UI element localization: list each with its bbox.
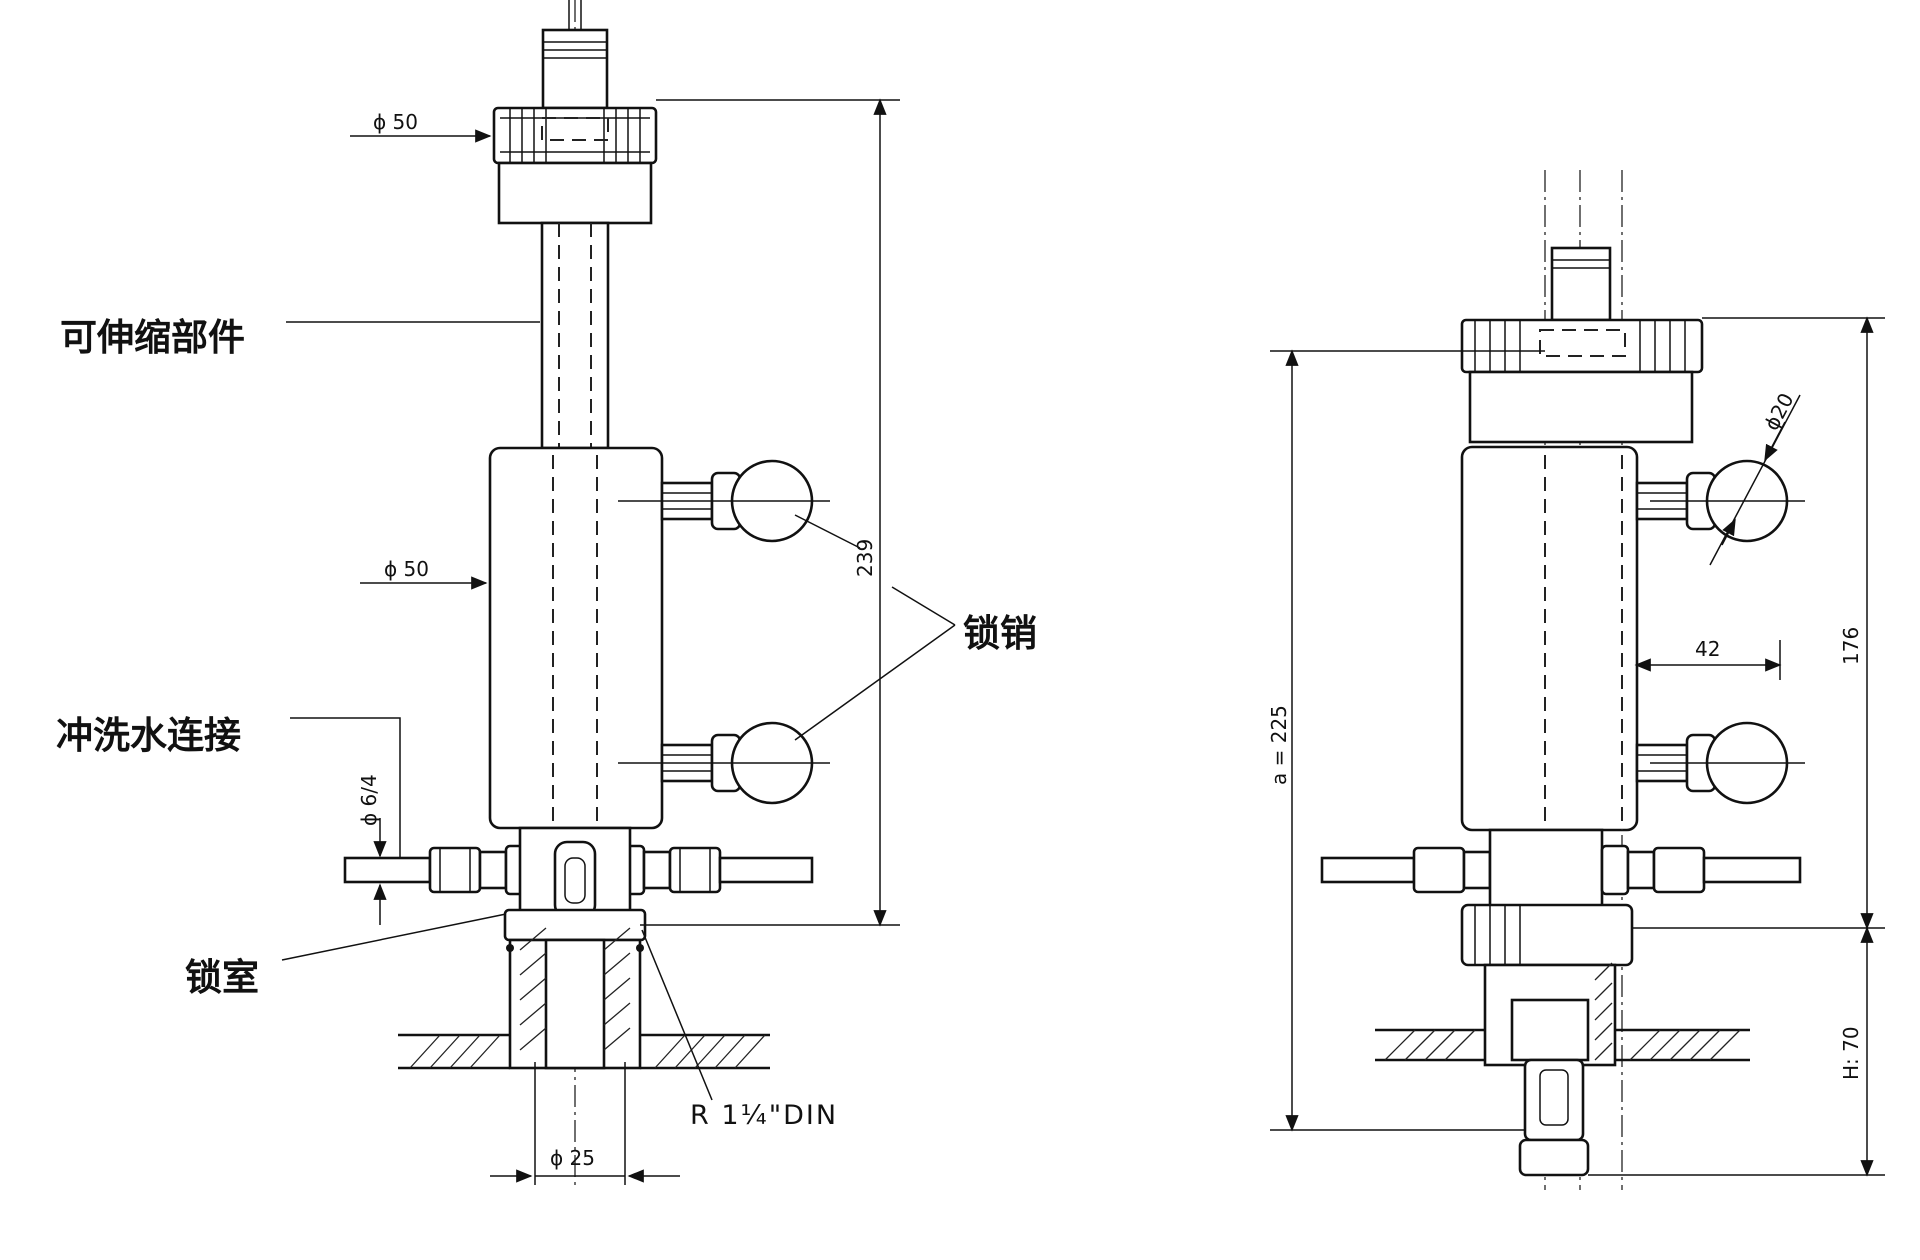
left-locking-pin-lower [618, 721, 830, 805]
left-dia-body: ϕ 50 [384, 557, 429, 581]
left-height-total: 239 [853, 539, 877, 577]
label-lock-chamber: 锁室 [185, 956, 259, 999]
left-dia-top: ϕ 50 [373, 110, 418, 134]
left-top-thread [541, 0, 609, 110]
right-flush-water-pipes [1320, 828, 1802, 917]
label-locking-pin: 锁销 [963, 612, 1037, 655]
right-top-thread [1550, 246, 1612, 322]
right-view: ϕ20 42 a = 225 176 H: 70 [1267, 170, 1885, 1190]
right-locking-pin-upper [1635, 459, 1805, 543]
left-locking-pin-upper [618, 459, 830, 543]
left-main-body [488, 446, 664, 830]
right-dia-pin: ϕ20 [1759, 389, 1798, 434]
right-main-body [1460, 445, 1639, 832]
right-pin-offset: 42 [1695, 637, 1720, 661]
right-dimension-lines [1270, 316, 1885, 1177]
left-dia-pipe: ϕ 6/4 [357, 774, 381, 826]
right-lock-chamber [1460, 903, 1634, 1177]
left-base-plate [398, 1033, 770, 1070]
left-telescopic-rod [540, 221, 610, 450]
left-thread-label: R 1¼"DIN [690, 1100, 838, 1131]
right-height-a: a = 225 [1267, 705, 1291, 785]
right-height-176: 176 [1839, 627, 1863, 665]
label-flush-water-connection: 冲洗水连接 [56, 714, 241, 757]
left-knurled-cap [492, 106, 658, 225]
right-locking-pin-lower [1635, 721, 1805, 805]
left-dimension-lines [350, 98, 900, 1185]
right-base-plate [1375, 1028, 1750, 1062]
right-height-h: H: 70 [1839, 1026, 1863, 1080]
left-lock-chamber [503, 826, 647, 1070]
label-telescopic-part: 可伸缩部件 [60, 316, 245, 359]
right-knurled-cap [1460, 318, 1704, 444]
left-view: ϕ 50 ϕ 50 ϕ 6/4 ϕ 25 239 R 1¼"DIN [281, 0, 956, 1190]
left-leader-lines [281, 321, 956, 1101]
left-dia-bottom: ϕ 25 [550, 1146, 595, 1170]
